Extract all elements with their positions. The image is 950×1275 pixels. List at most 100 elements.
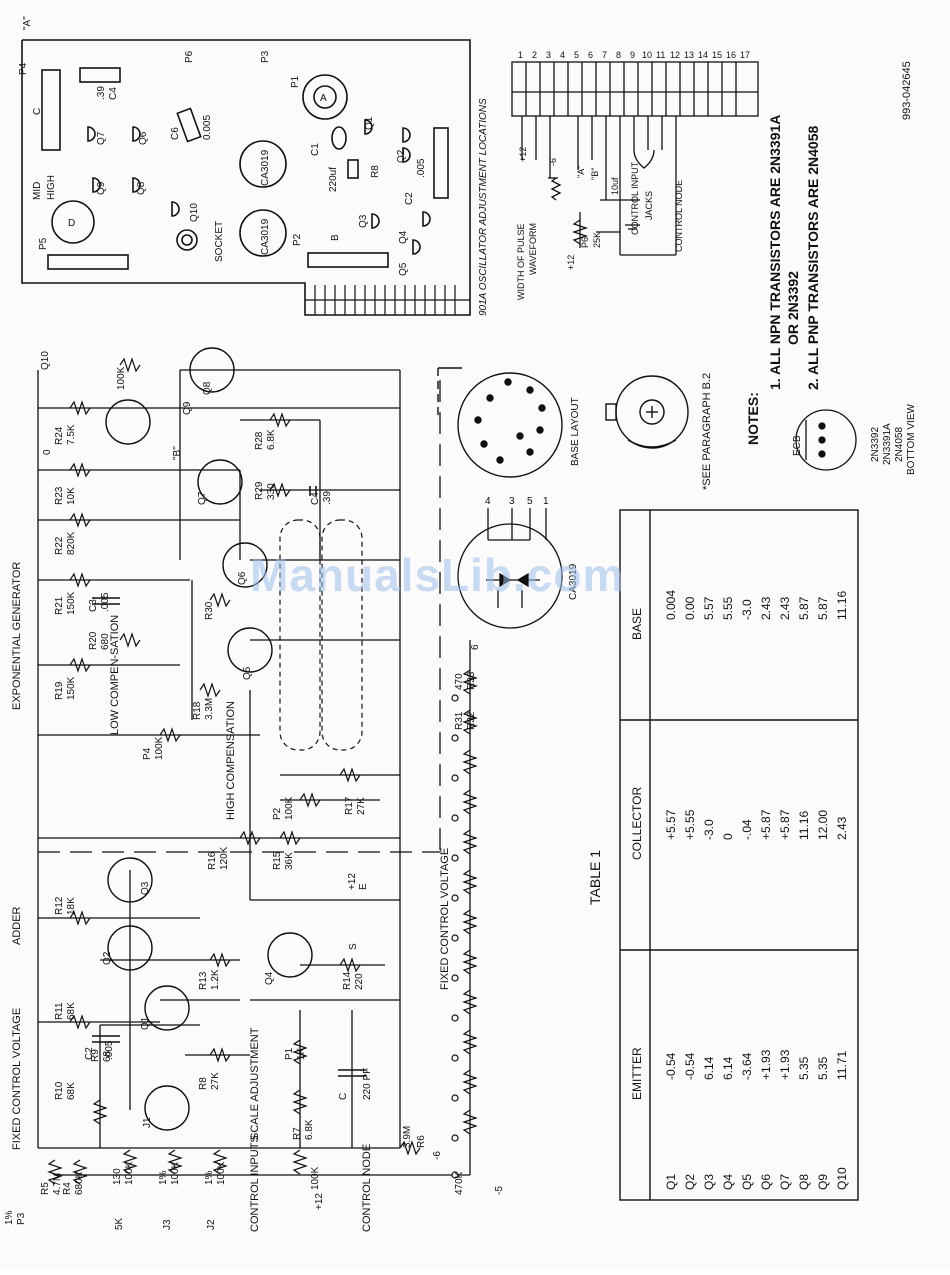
part-label: -6 (432, 1151, 443, 1160)
q7-symbol (222, 542, 268, 588)
part-label: P1 (284, 1047, 295, 1060)
board-letter-d: D (68, 218, 75, 229)
bottom-view-3: 2N4058 (894, 427, 905, 462)
part-label: 120K (219, 846, 230, 870)
part-label: S (348, 943, 359, 950)
board-q1: Q1 (364, 116, 375, 130)
part-label: 68 (102, 1050, 113, 1062)
connector-p5: P5 (38, 237, 49, 250)
bottom-view-4: BOTTOM VIEW (906, 404, 917, 475)
board-letter-a: A (320, 93, 327, 104)
part-label: R31 (454, 711, 465, 730)
table-cell-emitter: 5.35 (816, 1056, 830, 1080)
table-cell-emitter: -0.54 (664, 1052, 678, 1080)
part-label: R17 (344, 796, 355, 815)
table-header: BASE (630, 608, 644, 640)
table-1 (619, 509, 859, 1201)
q9-symbol (189, 347, 235, 393)
q5-symbol (267, 932, 313, 978)
part-label: "B" (172, 446, 183, 460)
board-ca3019-1: CA3019 (260, 149, 271, 186)
bottom-view-2: 2N3391A (882, 423, 893, 465)
part-label: Q9 (182, 401, 193, 415)
table-title-text: TABLE 1 (587, 850, 603, 905)
part-label: R24 (54, 426, 65, 445)
table-cell-base: 11.16 (835, 591, 849, 620)
label-control-node: CONTROL NODE (361, 1144, 373, 1232)
board-letter-c: C (32, 108, 43, 115)
board-q10: Q10 (189, 203, 200, 222)
part-label: P2 (272, 807, 283, 820)
part-label: Q6 (237, 571, 248, 585)
board-socket: SOCKET (214, 221, 225, 262)
base-layout-label: BASE LAYOUT (570, 397, 581, 466)
part-label: J3 (162, 1219, 173, 1230)
svg-text:1: 1 (543, 496, 549, 507)
board-q7: Q7 (96, 131, 107, 145)
note-2: 2. ALL PNP TRANSISTORS ARE 2N4058 (805, 126, 821, 390)
pin-10: 10 (642, 50, 652, 60)
part-label: 18K (66, 897, 77, 915)
part-label: 100K (116, 366, 127, 390)
table-cell-base: 2.43 (778, 596, 792, 620)
label-fixed-cv: FIXED CONTROL VOLTAGE (11, 1008, 23, 1150)
doc-number: 993-042645 (901, 61, 913, 120)
conn-p6: P6 (580, 237, 590, 248)
part-label: -5 (494, 1186, 505, 1195)
part-label: R12 (54, 896, 65, 915)
part-label: Q1 (140, 1016, 151, 1030)
table-cell-emitter: 6.14 (721, 1056, 735, 1080)
part-label: J2 (206, 1219, 217, 1230)
table-row-label: Q1 (664, 1174, 678, 1190)
part-label: R6 (416, 1135, 427, 1148)
part-label: Q5 (242, 666, 253, 680)
part-label: 1% (4, 1210, 15, 1225)
pin-9: 9 (630, 50, 635, 60)
part-label: R4 (62, 1182, 73, 1195)
part-label: 1% (204, 1170, 215, 1185)
part-label: R22 (54, 536, 65, 555)
part-label: Q3 (140, 881, 151, 895)
part-label: 68K (66, 1082, 77, 1100)
part-label: 150K (66, 676, 77, 700)
board-labels: P4 P6 P3 P1 P5 P2 C A D B MID HIGH C4 .3… (18, 50, 489, 316)
part-label: 3.3M (204, 698, 215, 720)
part-label: 820K (66, 531, 77, 555)
pin-4: 4 (560, 50, 565, 60)
part-label: C3 (88, 599, 99, 612)
table-cell-collector: 12.00 (816, 810, 830, 840)
table-cell-base: 5.57 (702, 596, 716, 620)
pin-5: 5 (574, 50, 579, 60)
part-label: R29 (254, 481, 265, 500)
part-label: 1.2K (210, 969, 221, 990)
part-label: 0 (42, 449, 53, 455)
svg-text:5: 5 (527, 496, 533, 507)
part-label: 1% (158, 1170, 169, 1185)
part-label: +12 (314, 1193, 325, 1210)
table-cell-base: -3.0 (740, 599, 754, 620)
table-header: COLLECTOR (630, 787, 644, 860)
part-label: R28 (254, 431, 265, 450)
note-1a: 1. ALL NPN TRANSISTORS ARE 2N3391A (767, 115, 783, 390)
part-label: 100K (284, 796, 295, 820)
part-label: R9 (90, 1049, 101, 1062)
part-label: 220 (354, 973, 365, 990)
part-label: .39 (322, 491, 333, 505)
pin-11: 11 (656, 50, 665, 60)
part-label: 6.8K (266, 429, 277, 450)
bottom-view-1: 2N3392 (870, 427, 881, 462)
board-q2: Q2 (396, 149, 407, 163)
part-label: 27K (210, 1072, 221, 1090)
table-cell-collector: +5.87 (778, 809, 792, 840)
pin-16: 16 (726, 50, 736, 60)
table-cell-collector: -.04 (740, 819, 754, 840)
table-row-label: Q3 (702, 1174, 716, 1190)
width-line1: WIDTH OF PULSE (516, 223, 526, 300)
part-label: 68K (66, 1002, 77, 1020)
label-adder: ADDER (11, 906, 23, 945)
schematic-wiring (37, 369, 471, 1176)
part-label: R5 (40, 1182, 51, 1195)
part-label: R18 (192, 701, 203, 720)
part-label: R21 (54, 596, 65, 615)
part-label: 6 (470, 644, 481, 650)
